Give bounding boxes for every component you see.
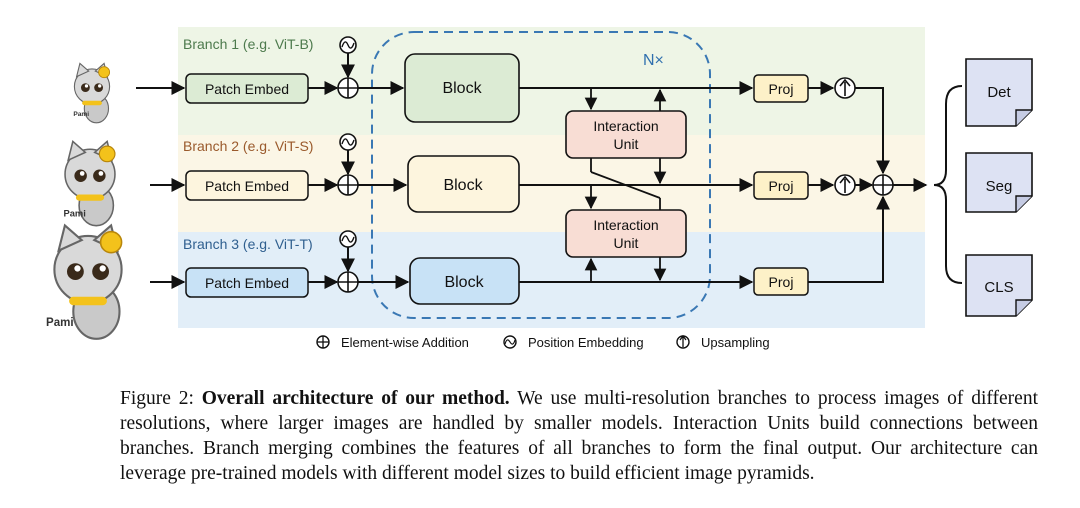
- interaction-unit-1-label-line1: Interaction: [593, 118, 658, 134]
- cat-image-small: Pami: [73, 62, 111, 124]
- position-embedding-icon-3: [339, 230, 357, 273]
- interaction-unit-2: Interaction Unit: [565, 209, 687, 258]
- block-1-label: Block: [442, 80, 482, 97]
- output-det-label: Det: [987, 84, 1011, 101]
- addition-icon-2: [337, 174, 359, 196]
- repeat-region: [371, 31, 711, 319]
- legend: Element-wise Addition Position Embedding…: [316, 334, 770, 350]
- branch-2-label: Branch 2 (e.g. ViT-S): [183, 138, 313, 154]
- cat-label-2: Pami: [63, 208, 85, 218]
- output-seg-label: Seg: [986, 178, 1013, 195]
- position-embedding-icon-1: [339, 36, 357, 79]
- output-det: Det: [965, 58, 1033, 127]
- merge-addition-icon: [872, 174, 894, 196]
- patch-embed-3: Patch Embed: [185, 267, 309, 298]
- proj-1-label: Proj: [769, 81, 794, 97]
- output-cls-label: CLS: [984, 279, 1013, 296]
- upsampling-icon-1: [834, 77, 856, 99]
- legend-addition-label: Element-wise Addition: [341, 335, 469, 350]
- caption-title: Overall architecture of our method.: [201, 388, 510, 409]
- element-wise-addition-icon: [316, 335, 330, 349]
- output-seg: Seg: [965, 152, 1033, 213]
- branch-1-label: Branch 1 (e.g. ViT-B): [183, 36, 313, 52]
- position-embedding-icon: [503, 335, 517, 349]
- patch-embed-2-label: Patch Embed: [205, 178, 289, 194]
- cat-label-1: Pami: [73, 111, 89, 118]
- interaction-unit-1: Interaction Unit: [565, 110, 687, 159]
- cat-image-large: Pami: [46, 223, 123, 340]
- cat-label-3: Pami: [46, 317, 74, 329]
- proj-2: Proj: [753, 171, 809, 200]
- block-2: Block: [407, 155, 520, 213]
- proj-3-label: Proj: [769, 274, 794, 290]
- cat-image-medium: Pami: [63, 140, 116, 227]
- position-embedding-icon-2: [339, 133, 357, 176]
- proj-2-label: Proj: [769, 178, 794, 194]
- repeat-label: N×: [643, 52, 664, 69]
- figure-caption: Figure 2: Overall architecture of our me…: [120, 386, 1038, 486]
- branch-3-label: Branch 3 (e.g. ViT-T): [183, 236, 313, 252]
- proj-3: Proj: [753, 267, 809, 296]
- addition-icon-3: [337, 271, 359, 293]
- interaction-unit-2-label-line2: Unit: [614, 235, 639, 251]
- patch-embed-3-label: Patch Embed: [205, 275, 289, 291]
- block-3: Block: [409, 257, 520, 305]
- caption-prefix: Figure 2:: [120, 388, 202, 409]
- architecture-diagram: Branch 1 (e.g. ViT-B) Branch 2 (e.g. ViT…: [46, 27, 1033, 350]
- legend-upsampling-label: Upsampling: [701, 335, 770, 350]
- output-cls: CLS: [965, 254, 1033, 317]
- patch-embed-1: Patch Embed: [185, 73, 309, 104]
- block-2-label: Block: [443, 177, 483, 194]
- block-3-label: Block: [444, 274, 484, 291]
- output-brace: [933, 85, 963, 284]
- patch-embed-1-label: Patch Embed: [205, 81, 289, 97]
- interaction-unit-2-label-line1: Interaction: [593, 217, 658, 233]
- upsampling-icon: [676, 334, 690, 349]
- proj-1: Proj: [753, 74, 809, 103]
- legend-position-label: Position Embedding: [528, 335, 644, 350]
- block-1: Block: [404, 53, 520, 123]
- patch-embed-2: Patch Embed: [185, 170, 309, 201]
- addition-icon-1: [337, 77, 359, 99]
- caption-body: We use multi-resolution branches to proc…: [120, 388, 1038, 484]
- interaction-unit-1-label-line2: Unit: [614, 136, 639, 152]
- upsampling-icon-2: [834, 174, 856, 196]
